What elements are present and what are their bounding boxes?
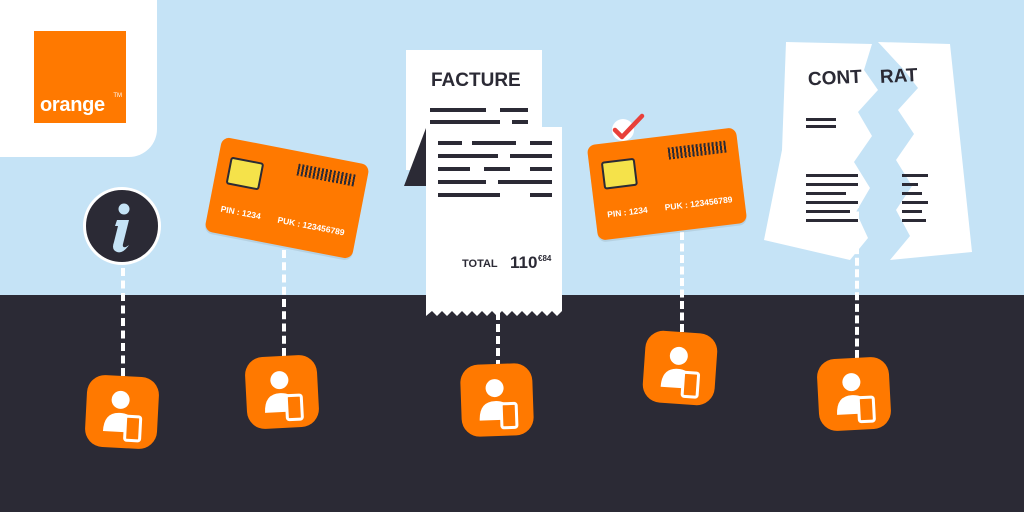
invoice-line [438,141,462,145]
orange-logo[interactable]: TM orange [34,31,126,123]
user-tile-sim-activated[interactable] [641,329,719,407]
logo-text: orange [40,94,105,116]
user-tile-invoice[interactable] [459,362,535,438]
invoice-title: FACTURE [431,70,521,91]
invoice-line [530,141,552,145]
invoice-line [438,154,498,158]
user-phone-icon [837,373,876,424]
checkmark-icon [608,110,648,144]
sim-chip-icon [600,157,638,190]
invoice-front-paper [426,127,562,316]
contract-title-right: RAT [879,65,919,88]
invoice-line [510,154,552,158]
sim-card[interactable]: PIN : 1234 PUK : 123456789 [586,127,748,241]
connector-contract [855,200,859,358]
invoice-line [530,193,552,197]
invoice-line [430,108,486,112]
invoice-line [500,108,528,112]
connector-sim-1 [282,250,286,356]
invoice-total-cents: €84 [538,254,552,263]
invoice-line [438,180,486,184]
user-phone-icon [265,371,304,422]
invoice-total-label: TOTAL [462,258,498,270]
connector-sim-2 [680,232,684,332]
invoice-line [498,180,552,184]
invoice-line [438,167,470,171]
connector-invoice [496,312,500,368]
invoice-total-value: 110 [510,253,538,272]
contract-title-left: CONT [807,66,863,91]
barcode-icon [667,140,727,160]
user-tile-sim[interactable] [244,354,320,430]
invoice-line [530,167,552,171]
sim-puk: PUK : 123456789 [664,194,733,213]
invoice-front-content: TOTAL 110 €84 [426,127,562,311]
logo-trademark: TM [113,93,122,99]
sim-chip-icon [225,156,265,191]
invoice-line [484,167,510,171]
connector-info [121,268,125,376]
user-phone-icon [660,346,701,399]
user-phone-icon [102,390,143,443]
sim-pin: PIN : 1234 [219,203,262,222]
info-icon[interactable] [83,187,161,265]
barcode-icon [296,163,356,187]
user-phone-icon [479,379,519,430]
invoice-line [512,120,528,124]
user-tile-info[interactable] [84,374,160,450]
sim-puk: PUK : 123456789 [276,214,346,238]
invoice-line [430,120,500,124]
torn-contract-icon [764,42,972,260]
invoice-line [438,193,500,197]
user-tile-contract[interactable] [816,356,892,432]
logo-panel: TM orange [0,0,157,157]
invoice-line [472,141,516,145]
sim-pin: PIN : 1234 [606,204,649,220]
